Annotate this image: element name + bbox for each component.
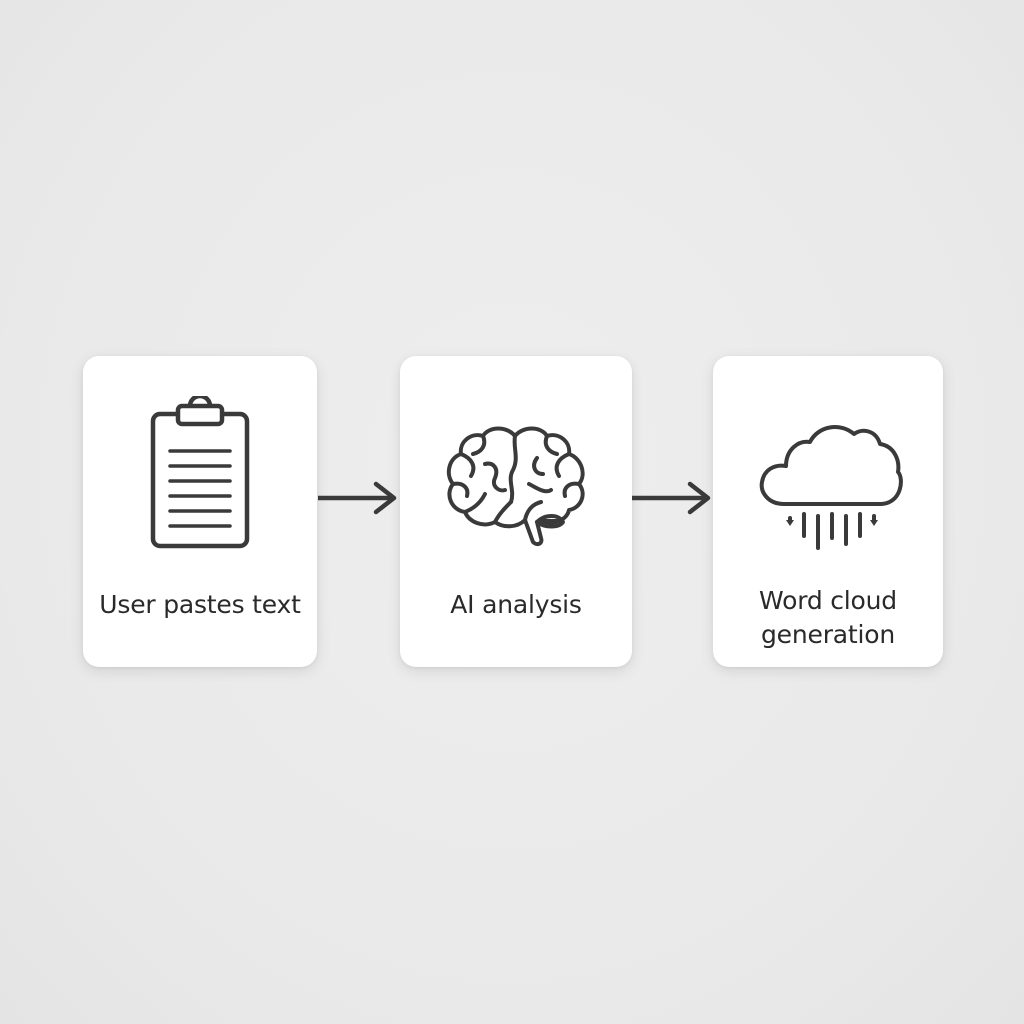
step-label: Word cloud generation (713, 584, 943, 652)
step-label-line: AI analysis (450, 590, 582, 619)
flow-arrow-icon (318, 481, 397, 515)
step-label-line: User pastes text (99, 590, 301, 619)
step-card-word-cloud-generation: Word cloud generation (713, 356, 943, 667)
step-label-line: Word cloud (759, 586, 897, 615)
step-card-ai-analysis: AI analysis (400, 356, 632, 667)
step-label: User pastes text (83, 588, 317, 622)
brain-icon (446, 426, 585, 547)
step-label: AI analysis (400, 588, 632, 622)
flow-arrow-icon (632, 481, 711, 515)
clipboard-icon (150, 396, 250, 549)
cloud-icon (759, 425, 903, 550)
step-label-line: generation (761, 620, 895, 649)
step-card-user-pastes-text: User pastes text (83, 356, 317, 667)
